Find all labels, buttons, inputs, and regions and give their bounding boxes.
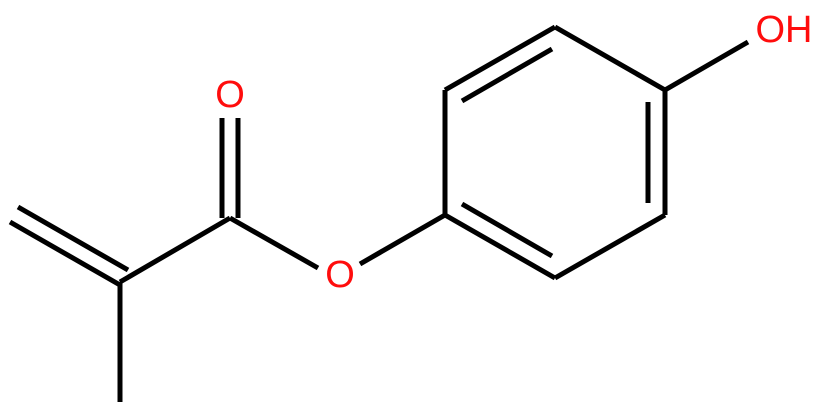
atom-labels: O O OH (215, 9, 812, 296)
bonds (8, 24, 750, 402)
ring-bond-2-3-inner (460, 46, 554, 104)
ring-bond-6-1-inner (460, 201, 554, 259)
bond-ch2-double-b (16, 204, 130, 273)
ester-oxygen-label: O (325, 254, 355, 296)
ring-bond-2-3 (443, 24, 557, 93)
bond-carbonyl-ester-o (228, 215, 320, 271)
bond-ch2-double-a (8, 219, 122, 288)
bond-ester-o-ring (358, 212, 447, 267)
carbonyl-oxygen-label: O (215, 74, 245, 116)
bond-ring-hydroxyl (663, 39, 750, 93)
ring-bond-6-1 (443, 212, 557, 281)
bond-alpha-carbonyl (118, 215, 232, 285)
hydroxyl-label: OH (756, 9, 813, 51)
ring-bond-3-4 (553, 24, 667, 93)
ring-bond-5-6 (553, 212, 667, 281)
